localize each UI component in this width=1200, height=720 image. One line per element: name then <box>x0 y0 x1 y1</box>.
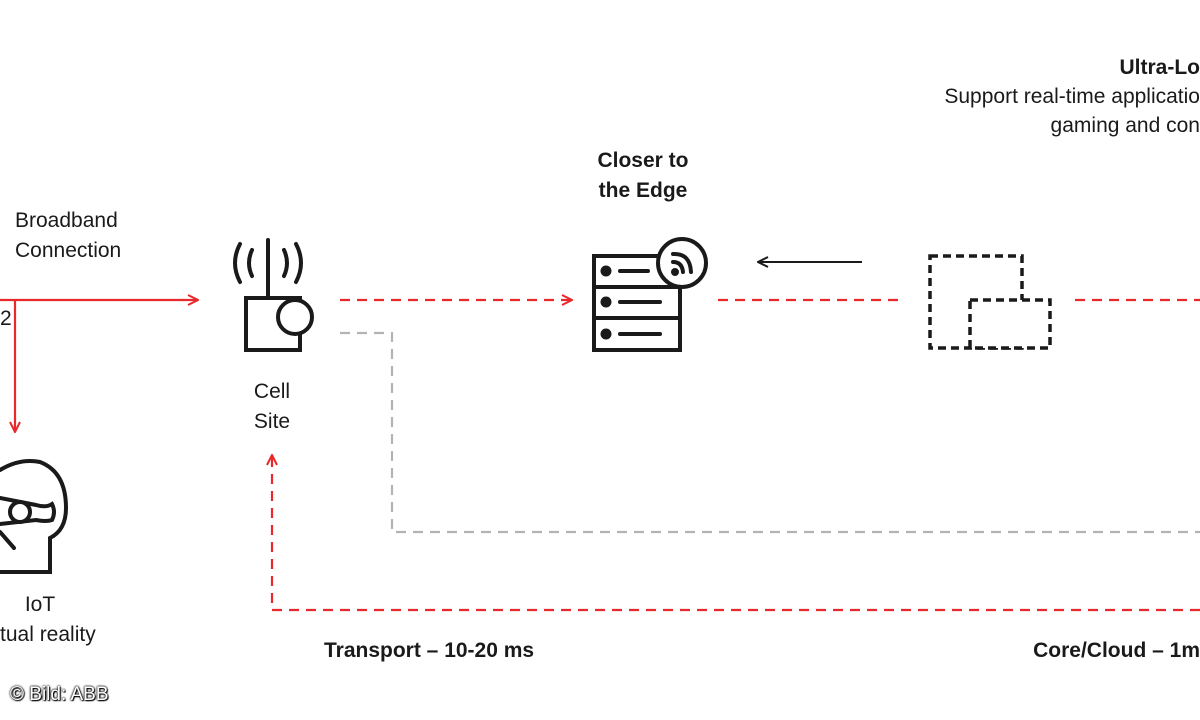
title-line-3: gaming and con <box>1050 114 1200 137</box>
return-dashed-line <box>272 455 1200 612</box>
left-edge-fragment: 2 <box>0 307 12 330</box>
image-credit: © Bild: ABB <box>10 684 109 705</box>
iot-label-line-1: IoT <box>24 593 56 616</box>
core-cloud-latency-label: Core/Cloud – 1m <box>1033 639 1200 662</box>
core-cloud-windows-icon <box>928 254 1052 350</box>
title-line-2: Support real-time applicatio <box>944 85 1200 108</box>
edge-label-line-1: Closer to <box>597 149 689 172</box>
broadband-label-line-2: Connection <box>15 239 122 262</box>
cell-site-label-line-1: Cell <box>253 380 291 403</box>
vr-headset-head-icon <box>0 459 69 574</box>
gray-backhaul-dashed-line <box>340 331 1200 534</box>
cell-site-label-line-2: Site <box>253 410 291 433</box>
edge-label-line-2: the Edge <box>598 179 688 202</box>
cell-tower-icon <box>233 238 314 352</box>
broadband-label-line-1: Broadband <box>15 209 118 232</box>
edge-server-icon <box>592 237 708 352</box>
transport-latency-label: Transport – 10-20 ms <box>324 639 535 662</box>
title-line-1: Ultra-Lo <box>1119 56 1200 79</box>
iot-label-line-2: tual reality <box>0 623 96 646</box>
